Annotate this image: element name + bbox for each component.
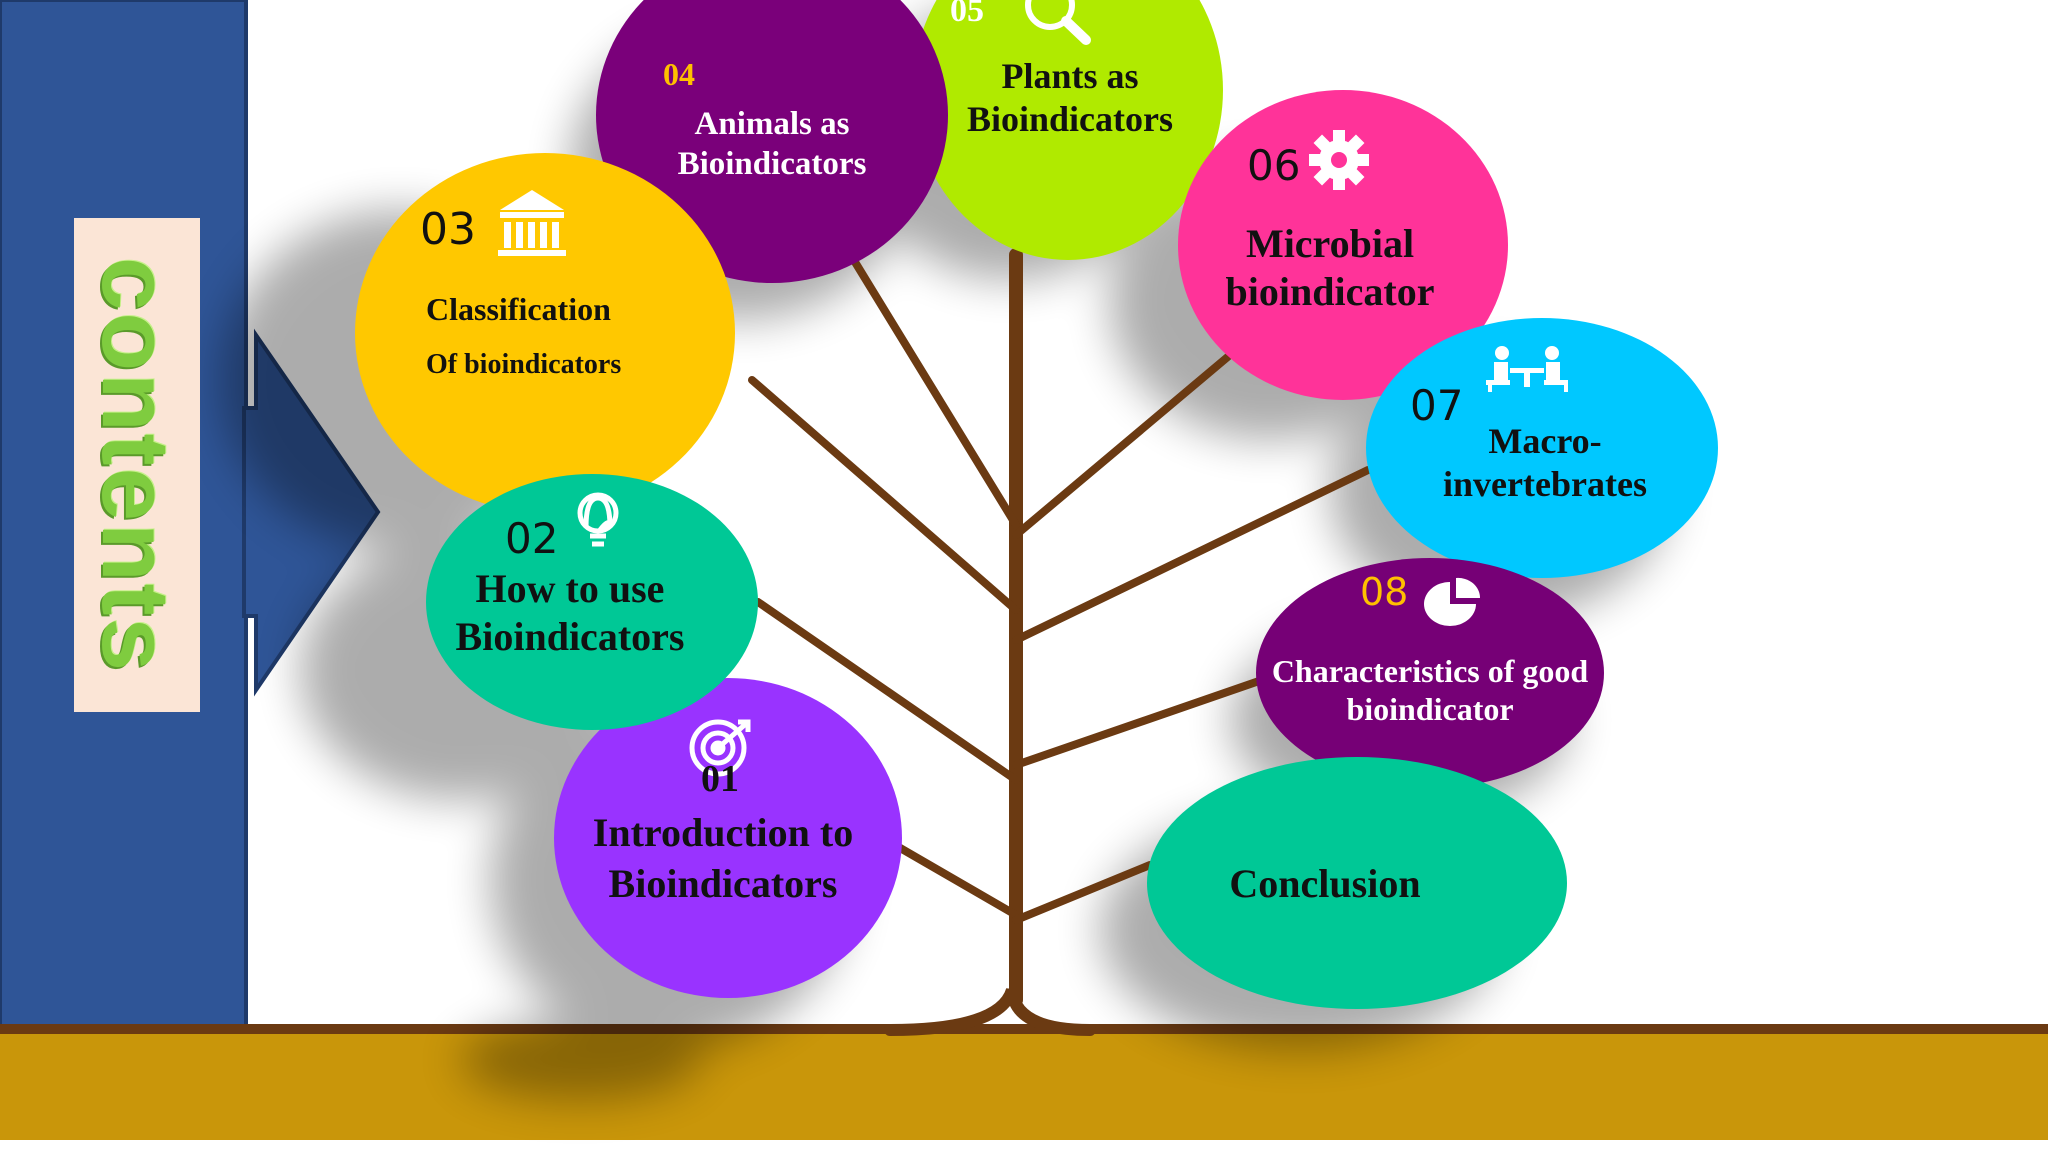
bank-icon <box>498 190 566 256</box>
branch-02 <box>754 598 1020 784</box>
item-08-label: Characteristics of good bioindicator <box>1271 653 1589 728</box>
circle-02[interactable] <box>426 474 758 730</box>
circle-01[interactable] <box>554 678 902 998</box>
circle-03[interactable] <box>355 153 735 513</box>
branch-01 <box>891 841 1020 919</box>
meeting-icon <box>1486 346 1568 392</box>
item-01-label: Introduction to Bioindicators <box>592 810 854 906</box>
item-02-label: How to use Bioindicators <box>455 566 685 659</box>
item-05-number: 05 <box>950 0 984 29</box>
item-03-number: 03 <box>420 204 476 255</box>
circle-conclusion[interactable] <box>1147 757 1567 1009</box>
circle-06[interactable] <box>1178 90 1508 400</box>
item-04-number: 04 <box>663 56 695 92</box>
branch-06 <box>1012 351 1234 539</box>
branch-08 <box>1012 668 1289 769</box>
item-08-number: 08 <box>1360 570 1409 614</box>
branch-conclusion <box>1012 861 1154 924</box>
item-05-label: Plants as Bioindicators <box>966 56 1173 140</box>
branch-03 <box>748 376 1020 614</box>
item-07-label: Macro-invertebrates <box>1443 421 1647 505</box>
item-02-number: 02 <box>505 514 559 563</box>
ground <box>0 1030 2048 1152</box>
item-06-number: 06 <box>1247 141 1301 190</box>
item-07-number: 07 <box>1410 381 1464 430</box>
lightbulb-icon <box>577 492 619 547</box>
item-04-label: Animals as Bioindicators <box>677 106 867 182</box>
branch-07 <box>1012 466 1372 644</box>
gear-icon <box>1309 130 1369 190</box>
circle-08[interactable] <box>1256 558 1604 788</box>
contents-label-box <box>74 218 200 712</box>
circle-05[interactable] <box>913 0 1223 260</box>
branch-04 <box>851 258 1020 529</box>
item-01-number: 01 <box>701 758 739 800</box>
item-conclusion-label: Conclusion <box>1229 861 1421 906</box>
item-03-sublabel: Of bioindicators <box>426 349 622 380</box>
magnifier-icon <box>1025 0 1091 45</box>
pie-chart-icon <box>1424 577 1481 626</box>
item-06-label: Microbial bioindicator <box>1225 221 1435 314</box>
item-03-label: Classification <box>426 291 611 327</box>
circle-07[interactable] <box>1366 318 1718 578</box>
target-icon <box>689 719 751 777</box>
